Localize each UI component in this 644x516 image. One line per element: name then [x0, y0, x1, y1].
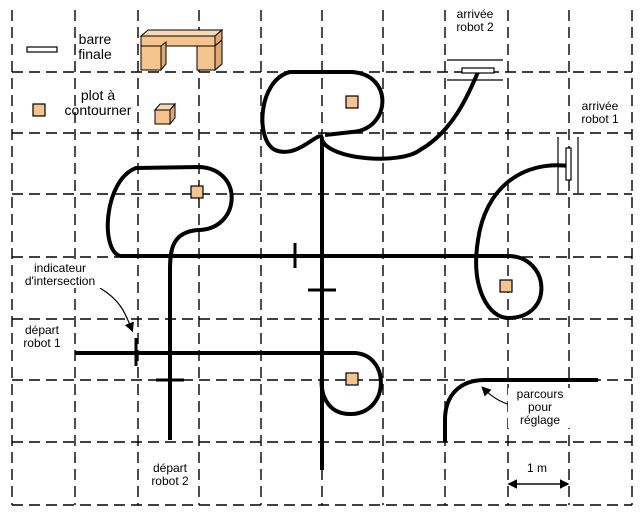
legend-plot-line-1: plot à: [80, 87, 116, 103]
depart-robot-2-line-2: robot 2: [151, 474, 189, 489]
arrival-bar-robot-2: [447, 59, 503, 81]
plot-square: [499, 279, 513, 293]
legend-plot-label: plot à contourner: [58, 87, 138, 119]
indicator-pointer-arrow: [99, 287, 134, 333]
arrivee-robot-1-label: arrivée robot 1: [572, 99, 628, 127]
legend-bar-line-2: finale: [78, 46, 112, 63]
plot-square: [190, 185, 204, 199]
plots: [32, 95, 513, 386]
legend-bar-icon: [26, 46, 58, 53]
track-top-loop: [260, 70, 385, 470]
parcours-line-2: pour: [527, 400, 553, 415]
parcours-reglage-label: parcours pour réglage: [508, 387, 572, 428]
depart-robot-2-line-1: départ: [152, 461, 188, 475]
depart-robot-1-line-2: robot 1: [23, 336, 61, 351]
intersection-indicators: [134, 243, 336, 382]
track-right-loop: [474, 163, 571, 320]
legend-plot-3d: [153, 102, 177, 126]
track-reglage: [443, 378, 598, 442]
parcours-line-1: parcours: [516, 387, 564, 401]
legend-plot-line-2: contourner: [64, 102, 132, 119]
track-left-loop: [105, 165, 234, 440]
arrivee-robot-2-line-2: robot 2: [456, 20, 494, 35]
legend-bar-line-1: barre: [78, 31, 112, 47]
track-depart-robot-1: [75, 351, 383, 417]
scale-label: 1 m: [526, 461, 547, 475]
indicateur-label: indicateur d'intersection: [14, 261, 106, 289]
legend-plot-square: [32, 103, 46, 117]
legend-bar-3d: [139, 28, 224, 72]
arrivee-robot-1-line-2: robot 1: [581, 112, 619, 127]
plot-square: [345, 95, 359, 109]
depart-robot-1-line-1: départ: [24, 323, 60, 337]
arrival-bar-robot-1: [557, 137, 579, 193]
parcours-line-3: réglage: [519, 413, 561, 428]
depart-robot-1-label: départ robot 1: [16, 323, 68, 351]
track-to-arrival-2: [320, 71, 480, 161]
arrivee-robot-2-label: arrivée robot 2: [446, 7, 504, 35]
indicateur-line-1: indicateur: [33, 261, 87, 275]
legend-bar-label: barre finale: [70, 31, 120, 63]
track: [75, 70, 598, 470]
indicateur-line-2: d'intersection: [24, 274, 96, 289]
arrivee-robot-2-line-1: arrivée: [456, 7, 494, 21]
plot-square: [345, 372, 359, 386]
arrivee-robot-1-line-1: arrivée: [581, 99, 619, 113]
depart-robot-2-label: départ robot 2: [142, 461, 198, 489]
